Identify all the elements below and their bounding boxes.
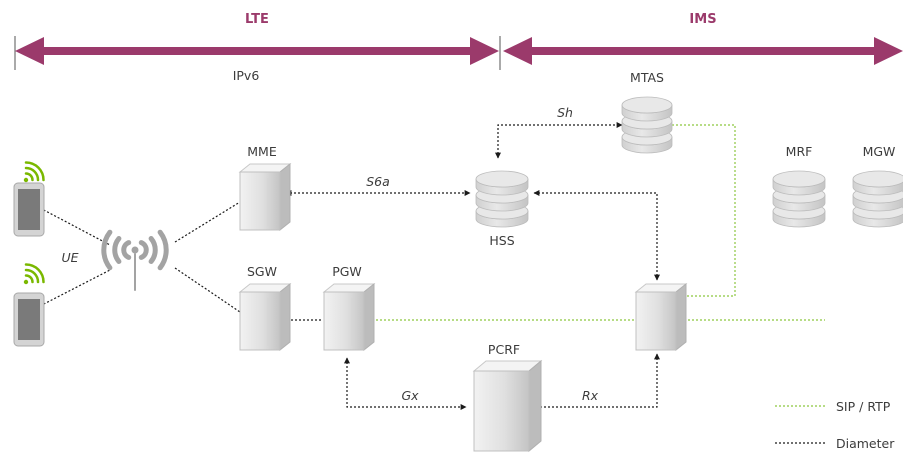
- ipv6-label: IPv6: [233, 68, 260, 83]
- legend-diameter-label: Diameter: [836, 436, 895, 451]
- tablet-icon: [13, 292, 45, 347]
- ue-label: UE: [61, 250, 78, 265]
- enb-sgw-link: [174, 267, 241, 313]
- enodeb-antenna-icon: [101, 229, 169, 291]
- pgw-server-icon: [322, 282, 376, 352]
- pgw-label: PGW: [332, 264, 362, 279]
- legend-sip-rtp-label: SIP / RTP: [836, 399, 891, 414]
- hss-cscf-link: [533, 190, 660, 281]
- ue-link-upper: [39, 207, 111, 246]
- enb-mme-link: [174, 201, 241, 243]
- tablet-icon: [13, 182, 45, 237]
- lte-domain-arrow: [14, 36, 501, 70]
- sgw-label: SGW: [247, 264, 277, 279]
- mrf-label: MRF: [786, 144, 813, 159]
- rx-label: Rx: [582, 388, 599, 403]
- pcrf-server-icon: [472, 359, 543, 453]
- sgw-server-icon: [238, 282, 292, 352]
- ue-device-upper: [13, 161, 45, 237]
- mgw-label: MGW: [863, 144, 896, 159]
- hss-label: HSS: [489, 233, 514, 248]
- mme-server-icon: [238, 162, 292, 232]
- gx-link: [344, 357, 467, 410]
- s6a-label: S6a: [366, 174, 390, 189]
- mrf-database-icon: [772, 170, 826, 228]
- sip-mtas-line: [668, 124, 736, 297]
- mme-label: MME: [247, 144, 277, 159]
- ims-domain-label: IMS: [689, 12, 716, 27]
- ue-device-lower: [13, 263, 45, 347]
- signal-icon: [23, 161, 45, 183]
- sh-label: Sh: [557, 105, 573, 120]
- mgw-database-icon: [852, 170, 903, 228]
- cscf-server-icon: [634, 282, 688, 352]
- ue-link-lower: [39, 269, 111, 307]
- pcrf-label: PCRF: [488, 342, 520, 357]
- ims-domain-arrow: [503, 37, 903, 65]
- signal-icon: [23, 263, 45, 285]
- sh-link: [495, 122, 623, 159]
- mtas-database-icon: [621, 96, 673, 154]
- hss-database-icon: [475, 170, 529, 228]
- gx-label: Gx: [401, 388, 419, 403]
- mtas-label: MTAS: [630, 70, 664, 85]
- lte-domain-label: LTE: [245, 12, 269, 27]
- legend: SIP / RTP Diameter: [775, 399, 895, 451]
- rx-link: [531, 353, 660, 410]
